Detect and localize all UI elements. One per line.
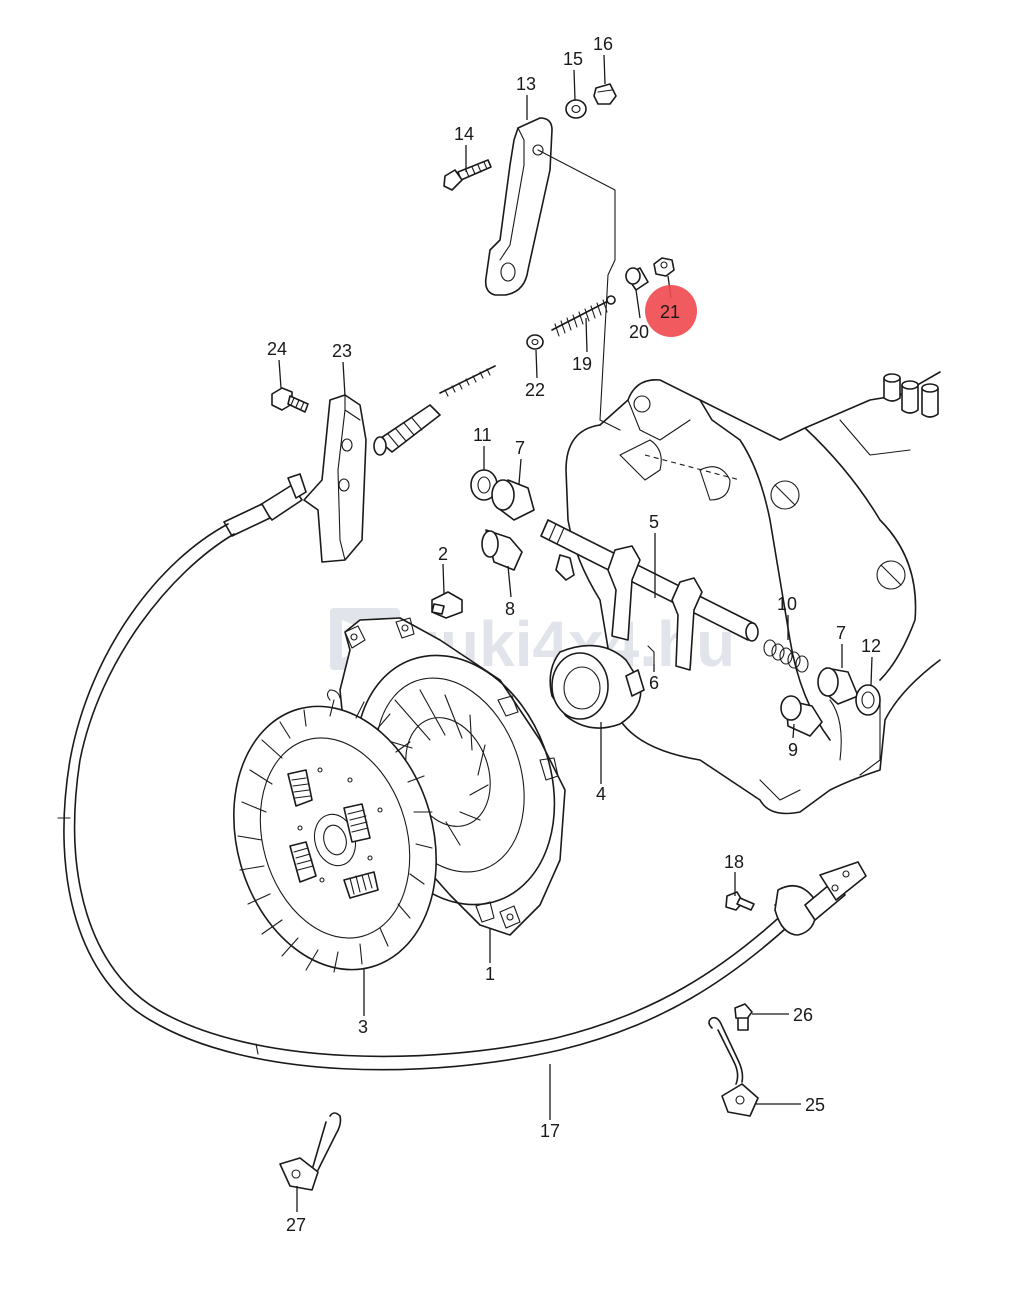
seal-12: [855, 684, 881, 716]
callout-21[interactable]: 21: [660, 302, 680, 322]
clip-27: [279, 1112, 342, 1191]
spring-19: [551, 295, 616, 337]
bushing-9: [780, 695, 823, 737]
callout-19[interactable]: 19: [572, 354, 592, 374]
callout-25[interactable]: 25: [805, 1095, 825, 1115]
nut-16: [593, 83, 617, 105]
callout-24[interactable]: 24: [267, 339, 287, 359]
callout-7a[interactable]: 7: [515, 438, 525, 458]
callout-9[interactable]: 9: [788, 740, 798, 760]
callout-8[interactable]: 8: [505, 599, 515, 619]
callout-5[interactable]: 5: [649, 512, 659, 532]
callout-27[interactable]: 27: [286, 1215, 306, 1235]
release-shaft-5: [540, 519, 759, 671]
highlight-marker: [645, 285, 697, 337]
spring-10: [763, 639, 809, 673]
callout-20[interactable]: 20: [629, 322, 649, 342]
callout-22[interactable]: 22: [525, 380, 545, 400]
callout-18[interactable]: 18: [724, 852, 744, 872]
callout-7b[interactable]: 7: [836, 623, 846, 643]
bushing-7a: [491, 479, 535, 521]
clip-25: [708, 1016, 759, 1117]
washer-15: [565, 99, 587, 119]
callout-2[interactable]: 2: [438, 544, 448, 564]
clutch-disc-3: [233, 699, 437, 973]
release-fork-bracket: [484, 117, 621, 431]
bushing-20: [625, 267, 649, 291]
bushing-7b: [817, 667, 859, 705]
transmission-housing: [565, 371, 941, 815]
callout-10[interactable]: 10: [777, 594, 797, 614]
callout-15[interactable]: 15: [563, 49, 583, 69]
bushing-8: [481, 529, 523, 571]
pin-6: [647, 645, 655, 665]
callout-14[interactable]: 14: [454, 124, 474, 144]
callout-16[interactable]: 16: [593, 34, 613, 54]
nut-21: [653, 257, 675, 277]
cable-bracket-23: [303, 394, 367, 563]
callout-1[interactable]: 1: [485, 964, 495, 984]
callout-23[interactable]: 23: [332, 341, 352, 361]
callout-4[interactable]: 4: [596, 784, 606, 804]
bolt-2: [431, 591, 463, 619]
callout-labels: 1 2 3 4 5 6 7 7 8 9 10 11 12 13 14 15 16…: [267, 34, 881, 1235]
callout-13[interactable]: 13: [516, 74, 536, 94]
callout-12[interactable]: 12: [861, 636, 881, 656]
callout-3[interactable]: 3: [358, 1017, 368, 1037]
bolt-18: [725, 891, 755, 911]
washer-22: [526, 334, 544, 350]
callout-26[interactable]: 26: [793, 1005, 813, 1025]
bolt-26: [734, 1003, 753, 1031]
bolt-14: [443, 159, 492, 191]
callout-17[interactable]: 17: [540, 1121, 560, 1141]
bolt-24: [271, 387, 309, 413]
callout-11[interactable]: 11: [473, 425, 492, 445]
clutch-cable-17: [57, 365, 867, 1071]
release-bearing-4: [549, 644, 645, 729]
callout-6[interactable]: 6: [649, 673, 659, 693]
leader-lines: [278, 54, 873, 1212]
